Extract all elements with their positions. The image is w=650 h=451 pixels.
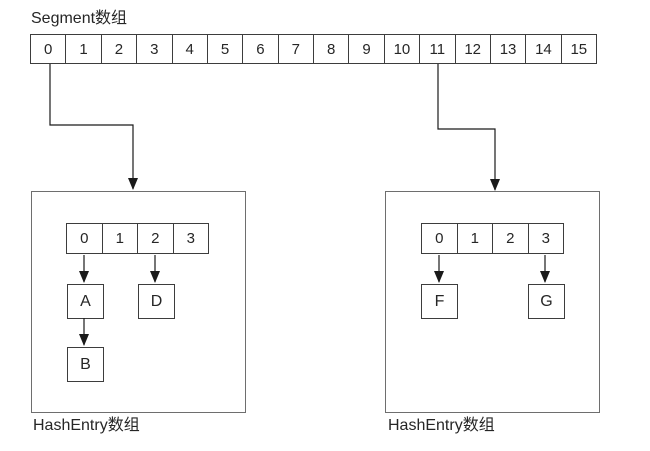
arrow-segment0-to-left-box	[49, 64, 138, 190]
segment-cell-14: 14	[525, 34, 562, 64]
segment-cell-11: 11	[419, 34, 456, 64]
right-bucket-cell-3: 3	[527, 223, 564, 254]
left-bucket-cell-2: 2	[137, 223, 174, 254]
entry-node-g: G	[528, 284, 565, 319]
segment-cell-2: 2	[100, 34, 138, 64]
right-hashentry-label: HashEntry数组	[388, 417, 495, 434]
segment-cell-10: 10	[383, 34, 421, 64]
segment-cell-7: 7	[277, 34, 314, 64]
left-bucket-cell-3: 3	[172, 223, 209, 254]
entry-node-b: B	[67, 347, 104, 382]
left-bucket-cell-0: 0	[66, 223, 103, 254]
entry-node-f: F	[421, 284, 458, 319]
segment-cell-8: 8	[313, 34, 350, 64]
segment-cell-5: 5	[206, 34, 244, 64]
left-hashentry-label: HashEntry数组	[33, 417, 140, 434]
segment-cell-15: 15	[560, 34, 597, 64]
segment-cell-12: 12	[454, 34, 491, 64]
segment-array: 0 1 2 3 4 5 6 7 8 9 10 11 12 13 14 15	[30, 34, 597, 64]
arrow-segment11-to-right-box	[437, 64, 500, 191]
right-bucket-cell-2: 2	[492, 223, 529, 254]
segment-cell-13: 13	[489, 34, 527, 64]
left-bucket-array: 0 1 2 3	[66, 223, 209, 254]
segment-cell-3: 3	[136, 34, 173, 64]
left-bucket-cell-1: 1	[101, 223, 138, 254]
right-bucket-cell-1: 1	[456, 223, 493, 254]
right-bucket-cell-0: 0	[421, 223, 458, 254]
entry-node-a: A	[67, 284, 104, 319]
segment-cell-6: 6	[242, 34, 279, 64]
segment-array-title: Segment数组	[31, 10, 128, 27]
segment-cell-0: 0	[30, 34, 67, 64]
segment-cell-4: 4	[171, 34, 208, 64]
segment-cell-9: 9	[348, 34, 385, 64]
entry-node-d: D	[138, 284, 175, 319]
segment-cell-1: 1	[65, 34, 102, 64]
right-bucket-array: 0 1 2 3	[421, 223, 564, 254]
